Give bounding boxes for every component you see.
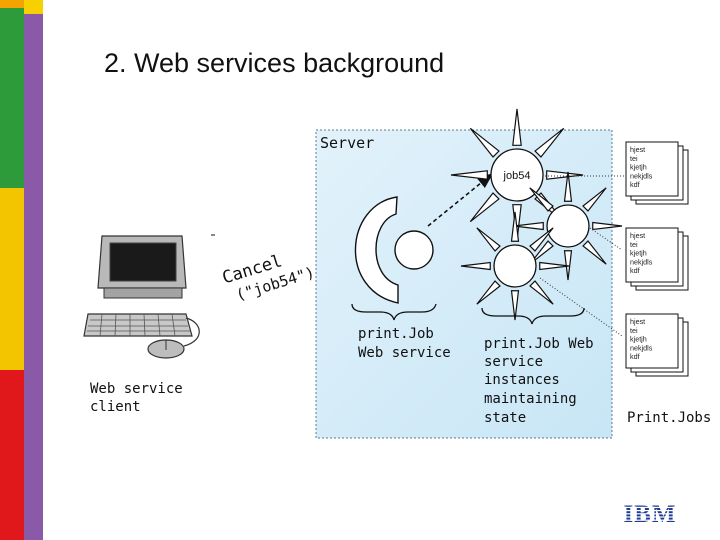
ibm-logo-stripe xyxy=(624,510,676,512)
document-text-line: nekjdls xyxy=(630,343,653,352)
web-service-core xyxy=(394,230,434,270)
slide-title: 2. Web services background xyxy=(104,48,445,78)
instance-sun-3 xyxy=(460,211,570,321)
color-bar-yellow xyxy=(0,188,24,370)
sun-ray xyxy=(450,170,488,180)
sun-ray xyxy=(469,192,500,223)
sun-ray xyxy=(592,221,623,231)
ibm-logo-stripe xyxy=(624,506,676,508)
document-text-line: kjetjh xyxy=(630,335,647,344)
sun-ray xyxy=(539,261,570,271)
ibm-logo-stripe xyxy=(624,519,676,521)
sun-ray xyxy=(563,171,573,202)
sun-ray xyxy=(529,227,554,252)
color-bar-green xyxy=(0,8,24,188)
server-box xyxy=(315,129,613,439)
sun-ray xyxy=(582,187,607,212)
document-sheet xyxy=(625,141,679,197)
document-text-line: tei xyxy=(630,326,638,335)
sun-ray xyxy=(529,280,554,305)
sun-ray xyxy=(469,127,500,158)
service-label-line-2: Web service xyxy=(358,345,451,361)
document-text-line: kjetjh xyxy=(630,163,647,172)
color-bar-purple xyxy=(24,0,43,540)
instances-label-line-2: service xyxy=(484,354,543,370)
color-bar-yellow-small xyxy=(24,0,43,14)
instances-label: print.Job Web service instances maintain… xyxy=(484,336,602,426)
document-text-line: nekjdls xyxy=(630,257,653,266)
document-text-line: kdf xyxy=(630,352,640,361)
job-label: job54 xyxy=(503,170,531,182)
instances-label-line-1: print.Job Web xyxy=(484,336,594,352)
service-label-line-1: print.Job xyxy=(358,326,434,342)
document-text-line: hjest xyxy=(630,317,645,326)
document-text-line: kdf xyxy=(630,266,640,275)
sun-core xyxy=(493,244,537,288)
document-text-line: tei xyxy=(630,240,638,249)
client-label: Web service client xyxy=(90,381,191,415)
client-label-line-2: client xyxy=(90,399,141,415)
sun-ray xyxy=(529,240,554,265)
instances-label-line-5: state xyxy=(484,410,526,426)
printjobs-label: Print.Jobs xyxy=(627,410,711,426)
ibm-logo-stripe xyxy=(624,516,676,518)
sun-ray xyxy=(529,187,554,212)
instances-label-line-3: instances xyxy=(484,372,560,388)
sun-core xyxy=(546,204,590,248)
color-bar-orange xyxy=(0,0,24,8)
service-brace xyxy=(351,303,437,321)
sun-ray xyxy=(513,221,544,231)
document-text-line: tei xyxy=(630,154,638,163)
service-label: print.Job Web service xyxy=(358,326,451,361)
sun-ray xyxy=(460,261,491,271)
ibm-logo: IBM xyxy=(624,501,676,527)
sun-ray xyxy=(476,227,501,252)
color-bar-red xyxy=(0,370,24,540)
sun-ray xyxy=(476,280,501,305)
web-service-icon xyxy=(354,196,399,304)
link-sun2-doc xyxy=(589,227,623,251)
server-label: Server xyxy=(320,134,374,152)
sun-ray xyxy=(510,290,520,321)
sun-ray xyxy=(546,170,584,180)
sun-ray xyxy=(582,240,607,265)
client-computer-icon xyxy=(83,235,200,359)
document-text-line: hjest xyxy=(630,231,645,240)
ibm-logo-stripe xyxy=(624,503,676,505)
document-sheet xyxy=(625,313,679,369)
document-text-line: kdf xyxy=(630,180,640,189)
client-label-line-1: Web service xyxy=(90,381,183,397)
document-sheet xyxy=(625,227,679,283)
cancel-call: Cancel ("job54") xyxy=(220,251,317,304)
document-text-line: nekjdls xyxy=(630,171,653,180)
sun-ray xyxy=(512,108,522,146)
instance-sun-2 xyxy=(513,171,623,281)
instances-brace xyxy=(481,307,585,325)
ibm-logo-stripe xyxy=(624,522,676,524)
sun-ray xyxy=(510,211,520,242)
ibm-logo-stripe xyxy=(624,513,676,515)
document-text-line: kjetjh xyxy=(630,249,647,258)
sun-ray xyxy=(534,127,565,158)
document-text-line: hjest xyxy=(630,145,645,154)
instances-label-line-4: maintaining xyxy=(484,391,577,407)
